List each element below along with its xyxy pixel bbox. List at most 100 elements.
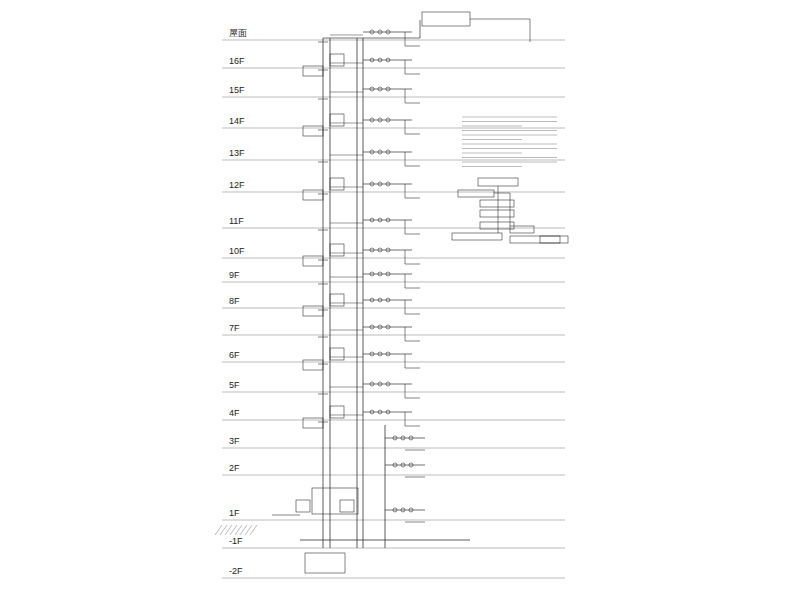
fixture-valve: [378, 352, 382, 356]
fixture-valve: [378, 118, 382, 122]
branch-pipe: [363, 354, 412, 355]
branch-pipe: [363, 184, 412, 185]
branch-drop: [405, 250, 406, 264]
fixture-valve: [378, 150, 382, 154]
branch-drop: [405, 288, 420, 289]
fixture-valve: [386, 118, 390, 122]
branch-pipe: [363, 60, 412, 61]
meter-box: [303, 360, 323, 370]
branch-drop: [405, 234, 420, 235]
overflow-pipe: [470, 19, 530, 20]
branch-pipe: [363, 120, 412, 121]
floor-line: [222, 548, 565, 549]
branch-drop: [405, 412, 406, 426]
fixture-valve: [378, 30, 382, 34]
fixture-valve: [378, 218, 382, 222]
fixture-valve: [370, 150, 374, 154]
fixture-valve: [370, 410, 374, 414]
branch-pipe: [363, 327, 412, 328]
meter-box: [303, 126, 323, 136]
fixture-valve: [386, 352, 390, 356]
valve-mark: [318, 230, 328, 231]
floor-line: [222, 128, 565, 129]
branch-pipe: [363, 412, 412, 413]
floor-line: [222, 282, 565, 283]
pressure-valve-box: [330, 54, 344, 66]
branch-drop: [405, 152, 406, 166]
branch-pipe: [363, 250, 412, 251]
floor-line: [222, 160, 565, 161]
branch-drop: [405, 384, 406, 398]
branch-drop: [405, 341, 420, 342]
branch-drop: [405, 477, 425, 478]
cross-pipe: [330, 253, 363, 254]
meter-box: [303, 306, 323, 316]
note-line: [462, 139, 522, 140]
branch-pipe: [363, 32, 412, 33]
note-line: [462, 152, 522, 153]
floor-label: -2F: [228, 567, 244, 576]
branch-drop: [405, 450, 425, 451]
fixture-valve: [401, 436, 405, 440]
floor-label: 10F: [228, 247, 246, 256]
floor-line: [222, 192, 565, 193]
floor-line: [222, 420, 565, 421]
note-line: [462, 116, 557, 117]
valve-mark: [318, 394, 328, 395]
fixture-valve: [370, 325, 374, 329]
fixture-valve: [386, 298, 390, 302]
floor-label: 6F: [228, 351, 241, 360]
note-line: [462, 166, 522, 167]
branch-drop: [405, 274, 406, 288]
fixture-valve: [370, 87, 374, 91]
valve-mark: [318, 422, 328, 423]
fixture-valve: [401, 463, 405, 467]
floor-label: 5F: [228, 381, 241, 390]
floor-line: [222, 475, 565, 476]
branch-drop: [405, 184, 406, 198]
cross-pipe: [330, 223, 363, 224]
fixture-valve: [370, 272, 374, 276]
flow-line: [510, 193, 511, 226]
floor-label: 13F: [228, 149, 246, 158]
main-pipe: [300, 540, 400, 541]
soil-hatch: [250, 525, 257, 535]
roof-pipe: [323, 38, 420, 39]
floor-label: 4F: [228, 409, 241, 418]
fixture-valve: [378, 410, 382, 414]
floor-line: [222, 68, 565, 69]
fixture-valve: [409, 508, 413, 512]
note-line: [462, 130, 557, 131]
cross-pipe: [330, 123, 363, 124]
fixture-valve: [378, 248, 382, 252]
floor-line: [222, 392, 565, 393]
note-line: [462, 161, 557, 162]
note-line: [462, 157, 557, 158]
note-line: [462, 148, 557, 149]
cross-pipe: [330, 92, 363, 93]
flow-box: [452, 233, 502, 240]
meter-box: [303, 66, 323, 76]
fixture-valve: [409, 436, 413, 440]
fixture-valve: [393, 436, 397, 440]
pressure-valve-box: [330, 348, 344, 360]
floor-line: [222, 520, 565, 521]
roof-pipe: [420, 20, 421, 38]
floor-label: 16F: [228, 57, 246, 66]
branch-drop: [405, 89, 406, 103]
branch-pipe: [363, 220, 412, 221]
flow-box: [510, 226, 534, 233]
floor-line: [222, 258, 565, 259]
floor-line: [222, 335, 565, 336]
cross-pipe: [330, 187, 363, 188]
floor-label: 15F: [228, 86, 246, 95]
valve-mark: [318, 194, 328, 195]
fixture-valve: [370, 248, 374, 252]
cross-pipe: [330, 357, 363, 358]
fixture-valve: [370, 118, 374, 122]
floor-label: 9F: [228, 271, 241, 280]
fixture-valve: [370, 30, 374, 34]
floor-line: [222, 578, 565, 579]
flow-box: [540, 236, 568, 243]
